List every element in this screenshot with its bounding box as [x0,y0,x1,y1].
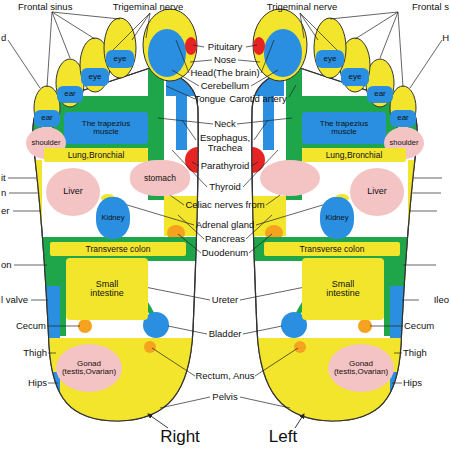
reflex-zone: eye [106,50,134,68]
organ-label: Rectum, Anus [195,371,254,381]
organ-label: Ileo [434,295,449,305]
reflex-zone: eye [316,50,344,68]
organ-label: Duodenum [202,248,248,258]
organ-label: Pituitary [208,42,242,52]
organ-label: Head(The brain) [190,68,259,78]
reflex-zone: Small intestine [302,258,384,320]
organ-label: d [1,33,6,43]
zone-label: ear [41,114,53,122]
reflex-zone: ear [390,110,416,127]
leader-line [289,85,296,97]
organ-label: Trigeminal nerve [267,2,337,12]
organ-label: Thigh [23,348,47,358]
right-foot [0,9,213,428]
zone-label: shoulder [390,139,419,147]
organ-label: Nose [214,55,236,65]
reflex-zone: ear [367,86,393,103]
organ-label: Esophagus, Trachea [197,133,253,154]
zone-label: Transverse colon [300,245,365,254]
organ-label: Hips [403,378,422,388]
reflex-zone: Gonad (testis,Ovarian) [328,344,394,392]
zone-label: stomach [144,174,176,183]
reflex-zone: The trapezius muscle [64,112,148,144]
organ-label: Neck [214,119,236,129]
organ-label: l valve [1,295,28,305]
pointer-arrow [148,414,168,428]
organ-label: H [442,33,449,43]
organ-label: Adrenal gland [196,220,255,230]
organ-label: Tongue [194,94,225,104]
zone-label: Liver [63,187,83,196]
organ-label: Cecum [404,321,434,331]
zone-label: ear [397,114,409,122]
organ-label: Thigh [403,348,427,358]
organ-label: Pelvis [212,392,237,402]
zone-label: Transverse colon [86,245,151,254]
organ-label: Pancreas [205,234,245,244]
zone-label: shoulder [32,139,61,147]
organ-label: Ureter [212,295,238,305]
organ-label: Frontal sinus [18,2,72,12]
reflex-zone: ear [34,110,60,127]
reflex-zone: Kidney [96,197,130,239]
reflex-zone: Lung,Bronchial [302,148,406,162]
reflex-zone: Transverse colon [50,242,186,256]
left-foot [237,9,450,428]
zone-label: Small intestine [316,280,370,299]
organ-label: Celiac nerves from [185,200,264,210]
organ-label: Right [160,428,200,447]
zone-label: Kidney [326,214,349,222]
reflex-zone: The trapezius muscle [302,112,386,144]
zone-label: Small intestine [80,280,134,299]
stomach-zone [260,160,320,196]
zone-label: eye [89,73,102,81]
organ-label: er [1,206,9,216]
zone-label: The trapezius muscle [314,120,374,137]
reflex-zone: Lung,Bronchial [44,148,148,162]
organ-label: Trigeminal nerve [113,2,183,12]
organ-label: Cerebellum [201,81,250,91]
zone-label: eye [324,55,337,63]
zone-label: Kidney [102,214,125,222]
leader-line [166,86,195,99]
zone-label: Gonad (testis,Ovarian) [59,360,119,377]
reflex-zone: eye [341,68,369,86]
zone-label: Lung,Bronchial [326,151,383,160]
zone-label: Lung,Bronchial [68,151,125,160]
reflex-zone: stomach [130,160,190,196]
organ-label: Carotid artery [229,94,287,104]
reflex-zone: Small intestine [66,258,148,320]
reflex-zone: Liver [46,168,100,216]
zone-label: ear [64,90,76,98]
reflex-zone: ear [57,86,83,103]
organ-label: Cecum [16,321,46,331]
reflex-zone: Transverse colon [264,242,400,256]
organ-label: Thyroid [209,182,241,192]
zone-label: Gonad (testis,Ovarian) [331,360,391,377]
zone-label: ear [374,90,386,98]
reflex-zone: Kidney [320,197,354,239]
zone-label: Liver [367,187,387,196]
zone-label: eye [349,73,362,81]
organ-label: it [1,173,6,183]
reflex-zone: Liver [350,168,404,216]
organ-label: Parathyroid [201,161,250,171]
organ-label: Frontal s [412,2,449,12]
organ-label: Hips [28,378,47,388]
organ-label: n [1,188,6,198]
organ-label: Bladder [209,329,242,339]
organ-label: on [1,260,12,270]
reflex-zone: Gonad (testis,Ovarian) [56,344,122,392]
reflex-zone: eye [81,68,109,86]
pointer-arrow [295,414,304,428]
organ-label: Left [269,428,297,447]
zone-label: eye [114,55,127,63]
zone-label: The trapezius muscle [76,120,136,137]
